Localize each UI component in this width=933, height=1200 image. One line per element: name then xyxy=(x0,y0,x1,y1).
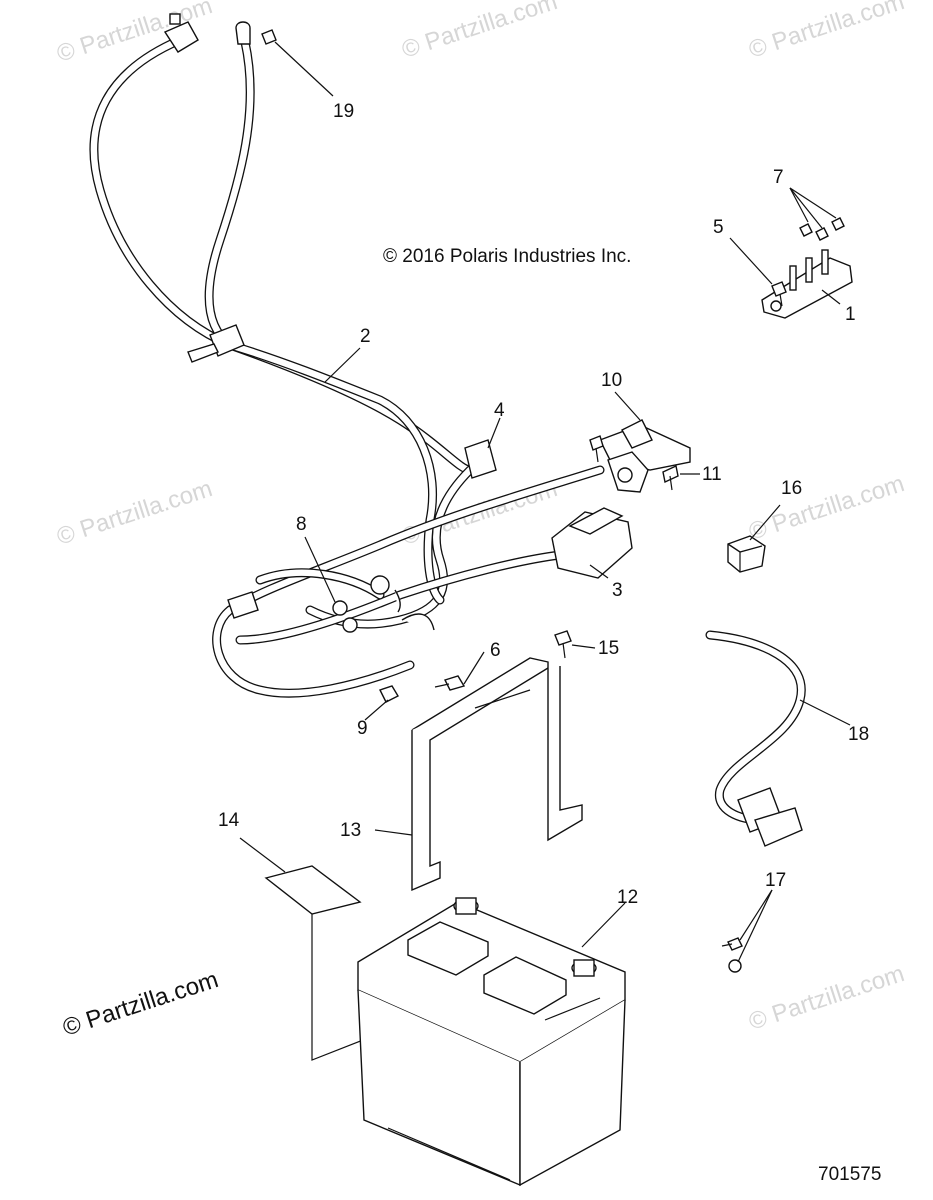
callout-19: 19 xyxy=(333,101,354,122)
callout-13: 13 xyxy=(340,820,361,841)
copyright-notice: © 2016 Polaris Industries Inc. xyxy=(383,246,631,267)
part-12-battery xyxy=(357,897,626,1187)
watermark-mid-right: © Partzilla.com xyxy=(746,470,908,546)
part-13-bracket xyxy=(411,657,583,892)
watermark-mid-left: © Partzilla.com xyxy=(54,475,216,551)
callout-14: 14 xyxy=(218,810,240,831)
part-16-block xyxy=(727,535,766,573)
part-1-terminal-block xyxy=(761,217,853,319)
diagram-number: 701575 xyxy=(818,1164,881,1185)
callout-15: 15 xyxy=(598,638,619,659)
cable-3 xyxy=(212,465,633,698)
callout-10: 10 xyxy=(601,370,622,391)
part-10-solenoid xyxy=(599,419,691,493)
callout-5: 5 xyxy=(713,217,724,238)
callout-6: 6 xyxy=(490,640,501,661)
callout-12: 12 xyxy=(617,887,638,908)
callout-3: 3 xyxy=(612,580,623,601)
callouts: 1 2 3 4 5 6 7 8 9 10 11 12 13 14 15 16 1… xyxy=(218,101,869,908)
callout-7: 7 xyxy=(773,167,784,188)
brand-watermark: © Partzilla.com xyxy=(60,966,222,1042)
part-18-cable xyxy=(705,630,806,847)
callout-16: 16 xyxy=(781,478,802,499)
callout-1: 1 xyxy=(845,304,856,325)
callout-8: 8 xyxy=(296,514,307,535)
callout-17: 17 xyxy=(765,870,786,891)
small-fasteners xyxy=(261,29,743,973)
callout-18: 18 xyxy=(848,724,869,745)
watermark-top-center: © Partzilla.com xyxy=(399,0,561,64)
callout-11: 11 xyxy=(702,464,722,485)
watermark-low-right: © Partzilla.com xyxy=(746,960,908,1036)
leader-lines xyxy=(239,41,851,963)
cable-2 xyxy=(89,13,497,629)
callout-9: 9 xyxy=(357,718,368,739)
watermark-top-right: © Partzilla.com xyxy=(746,0,908,64)
callout-4: 4 xyxy=(494,400,505,421)
callout-2: 2 xyxy=(360,326,371,347)
